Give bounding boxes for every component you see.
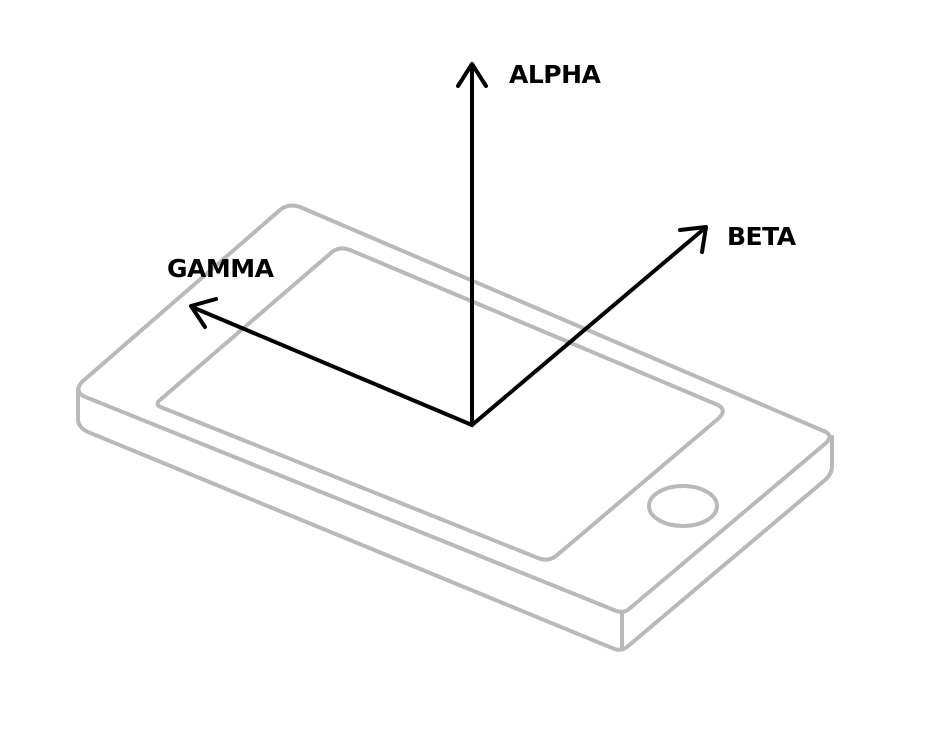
- device-top-face: [76, 203, 832, 614]
- gamma-axis: GAMMA: [167, 254, 474, 427]
- alpha-arrowhead-icon: [456, 62, 488, 88]
- axes-group: ALPHA BETA GAMMA: [167, 60, 797, 427]
- beta-axis-label: BETA: [727, 222, 797, 251]
- gamma-arrowhead-icon: [189, 297, 218, 329]
- gamma-axis-label: GAMMA: [167, 254, 275, 283]
- alpha-axis-label: ALPHA: [509, 60, 602, 89]
- alpha-axis: ALPHA: [456, 60, 602, 427]
- gamma-axis-line: [190, 305, 474, 427]
- beta-axis-line: [470, 226, 707, 427]
- beta-arrowhead-icon: [678, 225, 708, 254]
- home-button-icon: [647, 484, 719, 528]
- beta-axis: BETA: [470, 222, 797, 427]
- device-front-edge: [76, 387, 834, 652]
- device-screen: [155, 246, 725, 562]
- smartphone-icon: [76, 203, 834, 652]
